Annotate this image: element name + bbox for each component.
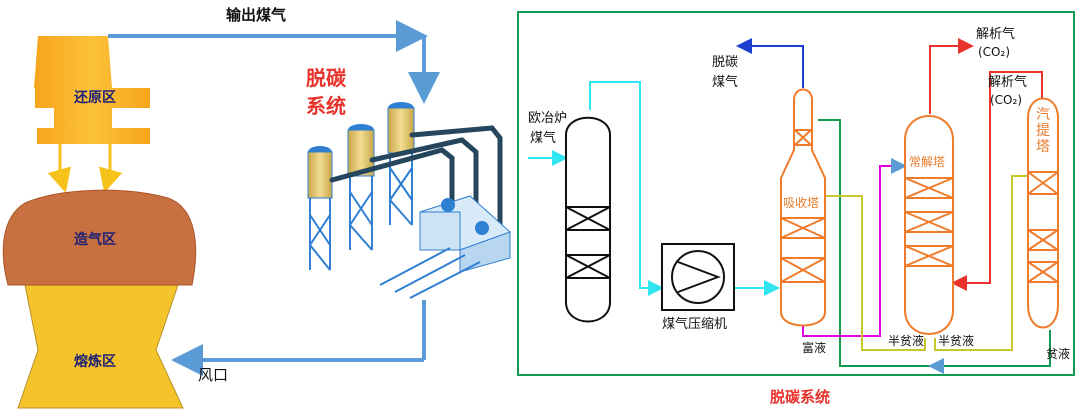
ouye-gas-inlet-line <box>528 81 780 296</box>
reduction-zone-label: 还原区 <box>74 90 116 106</box>
semi-lean-label-2: 半贫液 <box>938 334 975 348</box>
rich-liquid-magenta-line <box>802 158 907 337</box>
absorber-tower <box>780 88 826 327</box>
ouye-gas-label-line1: 欧冶炉 <box>528 111 568 126</box>
flash-tower <box>904 115 954 335</box>
reduction-zone-shaft <box>34 36 150 144</box>
lean-liquid-label: 贫液 <box>1046 347 1071 361</box>
desorb-gas-lines <box>929 38 1043 291</box>
output-gas-label: 输出煤气 <box>226 6 287 24</box>
reduction-flow-arrows <box>47 144 123 193</box>
ouye-gas-label-line2: 煤气 <box>530 131 557 146</box>
decarb-gas-outlet-line <box>736 38 804 88</box>
decarb-system-caption: 脱碳系统 <box>770 388 831 406</box>
stripper-tower <box>1027 97 1059 329</box>
tuyere-flow-line <box>171 300 426 376</box>
output-gas-flow-line <box>108 20 440 104</box>
lean-liquid-green-line <box>818 119 1051 374</box>
compressor-label: 煤气压缩机 <box>662 317 728 332</box>
decarb-system-frame <box>517 11 1075 376</box>
tuyere-label: 风口 <box>198 366 229 384</box>
gas-making-zone-dome <box>2 189 197 286</box>
decarb-gas-label-line2: 煤气 <box>712 75 739 90</box>
semi-lean-label-1: 半贫液 <box>888 334 925 348</box>
flash-tower-label: 常解塔 <box>909 155 946 169</box>
semi-lean-olive-line <box>825 175 1030 351</box>
smelting-zone-body <box>17 284 184 409</box>
decarb-title-line1: 脱碳 <box>306 66 346 90</box>
desorb-gas-2-line2: (CO₂) <box>990 93 1022 107</box>
decarb-plant-illustration <box>307 102 511 299</box>
desorb-gas-1-line1: 解析气 <box>976 27 1016 42</box>
rich-liquid-label: 富液 <box>802 341 827 355</box>
desorb-gas-1-line2: (CO₂) <box>978 45 1010 59</box>
smelting-zone-label: 熔炼区 <box>74 354 116 370</box>
gas-making-zone-label: 造气区 <box>74 232 116 248</box>
ouye-gas-scrubber <box>565 116 611 323</box>
gas-compressor <box>661 243 735 311</box>
decarb-title-line2: 系统 <box>306 94 346 118</box>
absorber-label: 吸收塔 <box>783 196 820 210</box>
decarb-gas-label-line1: 脱碳 <box>712 55 739 70</box>
stripper-label: 汽提塔 <box>1036 107 1050 156</box>
desorb-gas-2-line1: 解析气 <box>988 75 1028 90</box>
